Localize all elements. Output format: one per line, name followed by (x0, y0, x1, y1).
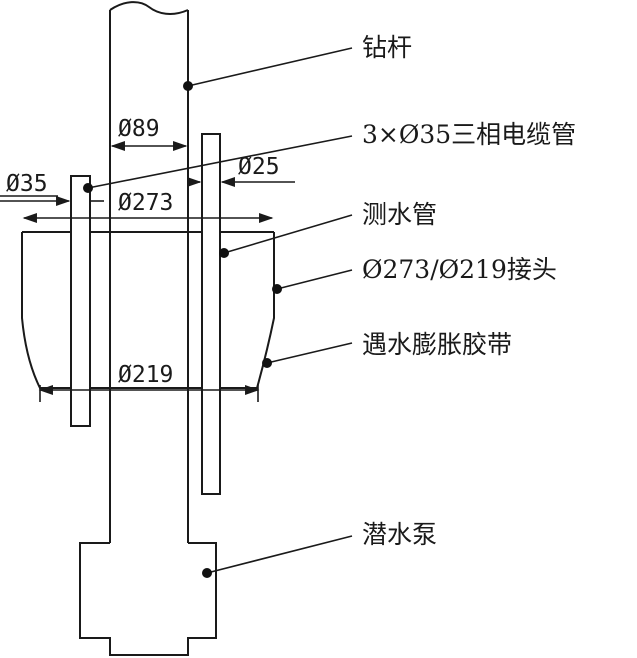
label-water-swell-tape: 遇水膨胀胶带 (362, 330, 512, 359)
label-cable-pipe: 3×Ø35三相电缆管 (362, 120, 576, 149)
cable-pipe (70, 175, 91, 427)
leader-water-pipe (223, 214, 353, 254)
leader-drill-pipe (187, 47, 353, 87)
dimension-d25: Ø25 (238, 154, 280, 180)
leader-dot-joint (272, 284, 282, 294)
water-pipe (201, 133, 221, 495)
leader-cable-pipe (87, 135, 353, 189)
leader-joint (276, 269, 353, 290)
label-drill-pipe: 钻杆 (362, 33, 412, 62)
dimension-d219: Ø219 (118, 362, 173, 388)
dimension-d35: Ø35 (6, 171, 48, 197)
label-joint: Ø273/Ø219接头 (362, 255, 557, 284)
dimension-d89: Ø89 (118, 116, 160, 142)
leader-dot-cable-pipe (83, 183, 93, 193)
label-submersible-pump: 潜水泵 (362, 520, 437, 549)
leader-submersible-pump (206, 535, 353, 574)
submersible-pump-body (79, 542, 217, 656)
label-water-pipe: 测水管 (362, 200, 437, 229)
leader-water-swell-tape (266, 342, 353, 364)
leader-dot-water-swell-tape (262, 358, 272, 368)
leader-dot-drill-pipe (183, 81, 193, 91)
dimension-d273: Ø273 (118, 190, 173, 216)
leader-dot-submersible-pump (202, 568, 212, 578)
drill-pipe-break-line (109, 1, 189, 15)
leader-dot-water-pipe (219, 248, 229, 258)
